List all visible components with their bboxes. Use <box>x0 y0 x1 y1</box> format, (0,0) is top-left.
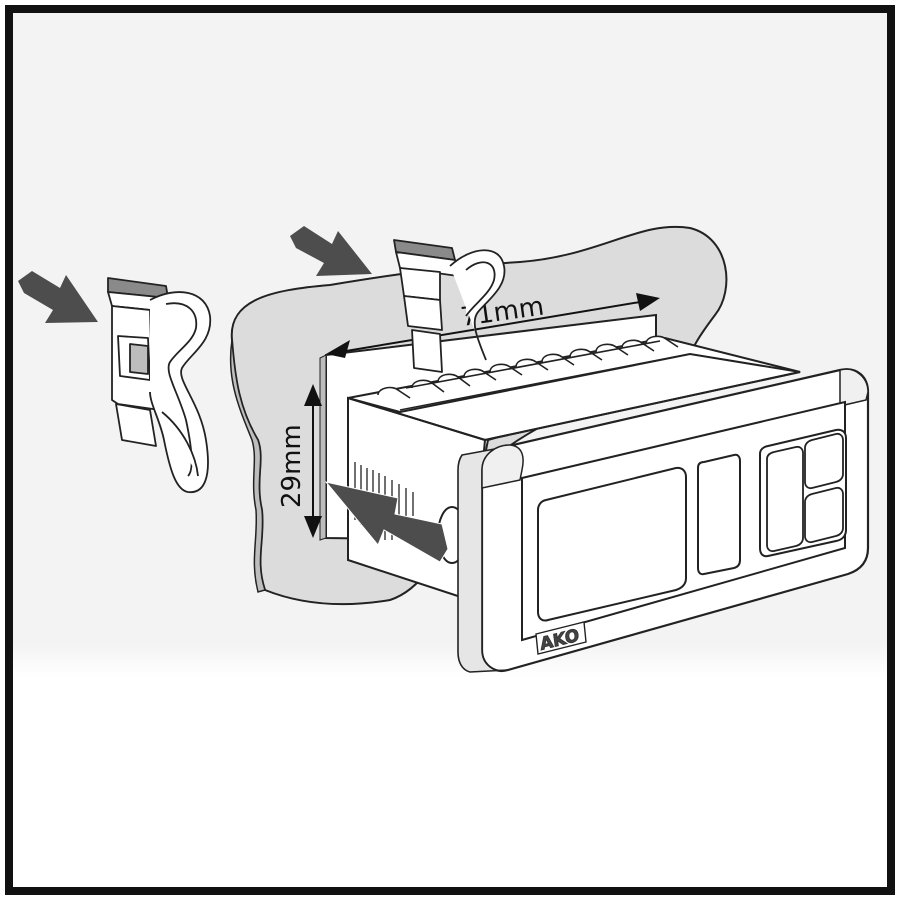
push-arrow-left-clip <box>18 271 98 323</box>
display-window <box>537 466 687 622</box>
bezel-corner-tr <box>839 368 869 407</box>
indicator-slot <box>697 453 741 576</box>
push-arrow-top-clip <box>290 226 372 276</box>
push-arrow-device <box>324 481 449 563</box>
device-top-face-front <box>347 352 801 442</box>
height-arrowhead-top <box>304 384 322 406</box>
height-arrowhead-bottom <box>304 516 322 538</box>
mounting-clip-left <box>107 277 211 493</box>
height-label: 29mm <box>277 424 307 508</box>
down-button[interactable] <box>804 486 844 544</box>
left-button[interactable] <box>766 445 804 553</box>
panel-cutout-inner <box>319 354 327 541</box>
height-dimension: 29mm <box>277 384 322 538</box>
width-arrowhead-left <box>326 340 350 358</box>
mounting-clip-top <box>393 239 506 373</box>
bezel-corner-tl <box>481 444 524 489</box>
up-button[interactable] <box>804 432 844 490</box>
width-arrowhead-right <box>636 293 660 311</box>
panel-edge <box>229 339 266 593</box>
